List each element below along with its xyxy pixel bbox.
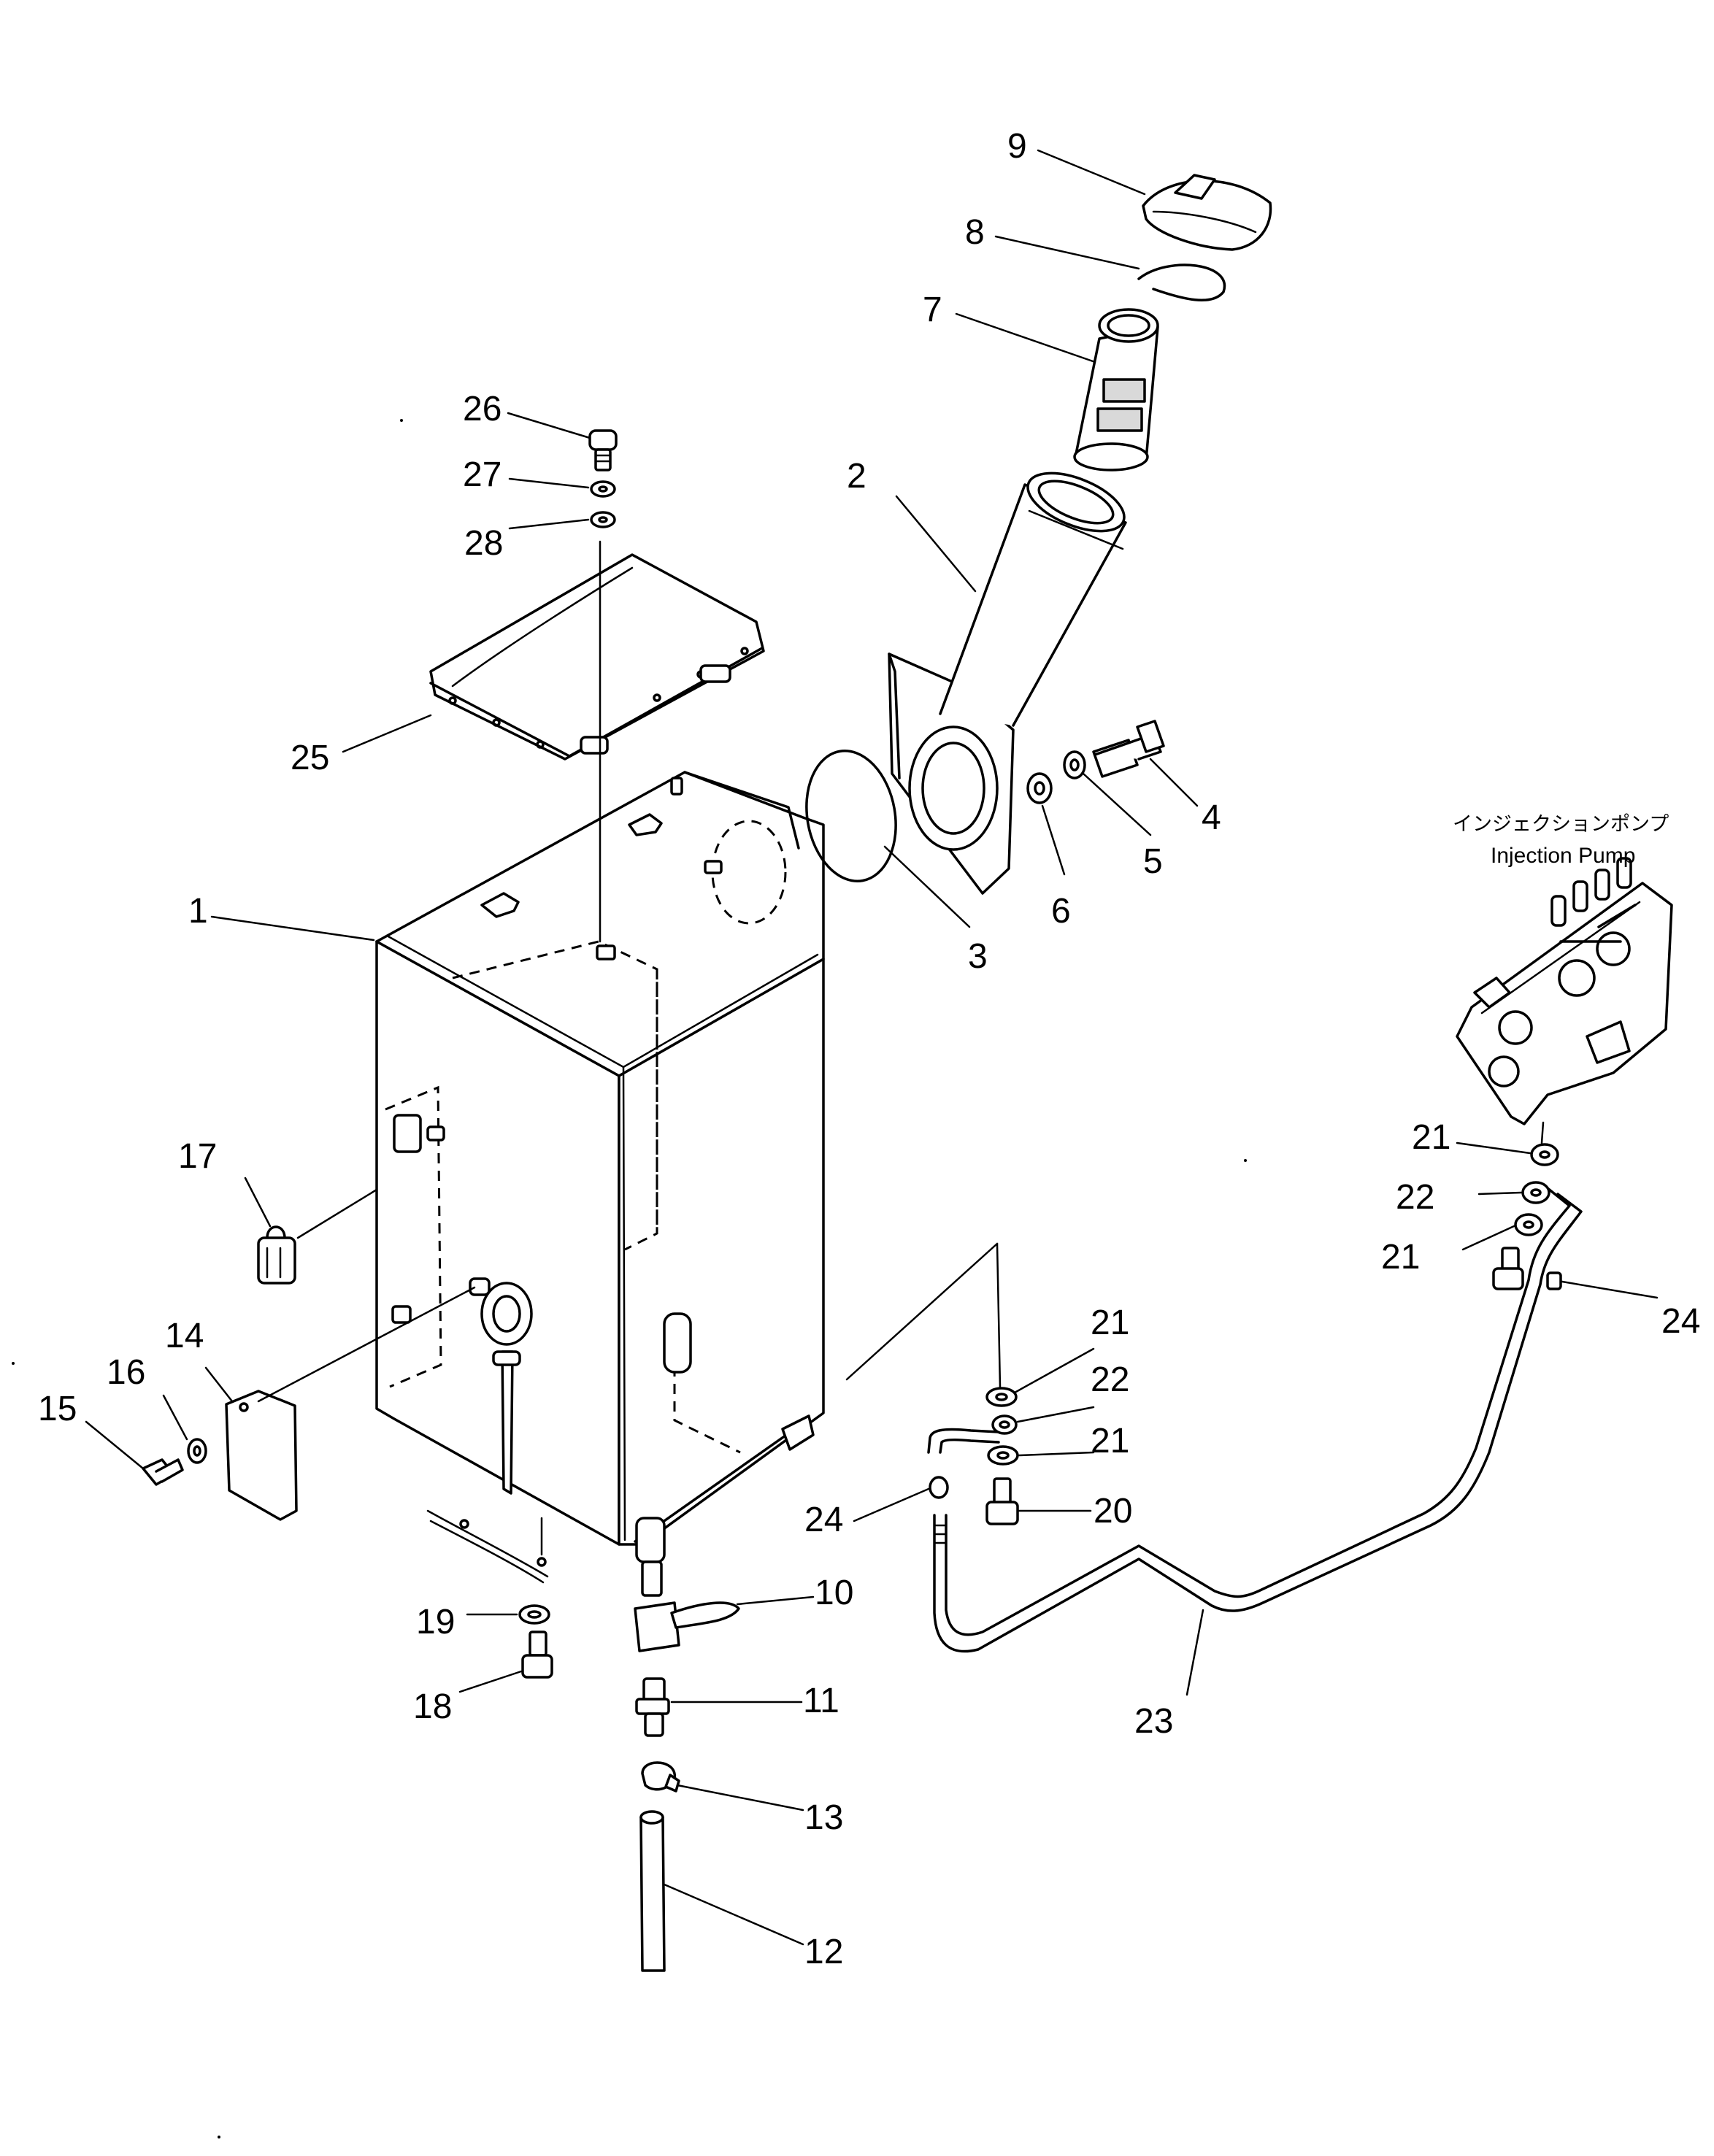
callout-16: 16 — [107, 1353, 145, 1392]
callout-17: 17 — [178, 1137, 217, 1176]
callout-22-lower: 22 — [1091, 1360, 1129, 1399]
padlock-17 — [257, 1225, 296, 1285]
callout-7: 7 — [923, 290, 942, 329]
callout-1: 1 — [188, 892, 208, 931]
snap-ring-8 — [1137, 263, 1226, 301]
bolt-4 — [1092, 720, 1165, 778]
callout-2: 2 — [847, 457, 866, 496]
washer-21-upper-bottom — [1514, 1213, 1543, 1236]
callout-11: 11 — [803, 1682, 839, 1720]
washer-21-lower-bottom — [987, 1445, 1019, 1466]
filler-cap-9 — [1142, 174, 1272, 251]
callout-24-upper: 24 — [1661, 1302, 1700, 1341]
eye-joint-22-lower — [991, 1414, 1018, 1435]
callout-22-upper: 22 — [1396, 1178, 1434, 1217]
bolt-26 — [588, 429, 618, 471]
lock-washer-5 — [1063, 750, 1086, 779]
callout-21-upper-top: 21 — [1412, 1118, 1450, 1157]
fuel-pipe-23 — [927, 1187, 1583, 1653]
tank-cover-plate — [429, 553, 765, 761]
callout-4: 4 — [1202, 798, 1221, 837]
nipple-11 — [635, 1677, 670, 1737]
callout-21-lower-top: 21 — [1091, 1304, 1129, 1342]
callout-28: 28 — [464, 524, 503, 563]
inspection-cover-14 — [225, 1390, 298, 1521]
callout-24-lower: 24 — [804, 1501, 843, 1539]
clamp-13 — [641, 1761, 680, 1793]
o-ring-3 — [805, 750, 897, 882]
washer-27 — [590, 480, 616, 498]
hose-12 — [639, 1810, 666, 1972]
washer-21-upper-top — [1530, 1143, 1559, 1166]
callout-5: 5 — [1143, 842, 1163, 881]
callout-8: 8 — [965, 213, 985, 252]
callout-26: 26 — [463, 390, 501, 428]
callout-18: 18 — [413, 1687, 452, 1726]
callout-20: 20 — [1094, 1492, 1132, 1531]
callout-labels: 1 2 3 4 5 6 7 8 9 10 11 12 13 14 15 16 1… — [38, 127, 1700, 1971]
callout-25: 25 — [291, 739, 329, 777]
injection-pump-label-jp: インジェクションポンプ — [1453, 813, 1669, 836]
eye-joint-22-upper — [1521, 1181, 1550, 1204]
injection-pump — [1456, 857, 1673, 1144]
washer-28 — [590, 511, 616, 528]
clip-24-upper — [1546, 1271, 1562, 1290]
callout-3: 3 — [968, 937, 988, 976]
callout-10: 10 — [815, 1574, 853, 1612]
strainer-7 — [1073, 308, 1159, 471]
callout-12: 12 — [804, 1933, 843, 1971]
callout-19: 19 — [416, 1603, 455, 1641]
washer-16 — [187, 1438, 207, 1464]
bolt-15 — [142, 1458, 184, 1486]
callout-15: 15 — [38, 1390, 77, 1428]
washer-21-lower-top — [985, 1387, 1018, 1407]
callout-21-lower-bottom: 21 — [1091, 1422, 1129, 1460]
callout-9: 9 — [1007, 127, 1027, 166]
leader-lines — [85, 149, 1659, 1946]
filler-neck — [888, 471, 1127, 895]
washer-6 — [1026, 772, 1053, 804]
callout-21-upper-bottom: 21 — [1381, 1238, 1420, 1277]
callout-13: 13 — [804, 1798, 843, 1837]
drain-valve-10 — [634, 1560, 740, 1652]
callout-14: 14 — [165, 1317, 204, 1355]
washer-19 — [518, 1604, 550, 1625]
injection-pump-label-en: Injection Pump — [1491, 844, 1635, 868]
joint-bolt-20 — [985, 1477, 1019, 1525]
callout-23: 23 — [1134, 1702, 1173, 1741]
clip-24-lower — [929, 1476, 949, 1499]
bolt-18 — [521, 1631, 553, 1679]
joint-bolt-upper — [1492, 1247, 1524, 1290]
callout-27: 27 — [463, 455, 501, 494]
callout-6: 6 — [1051, 892, 1071, 931]
